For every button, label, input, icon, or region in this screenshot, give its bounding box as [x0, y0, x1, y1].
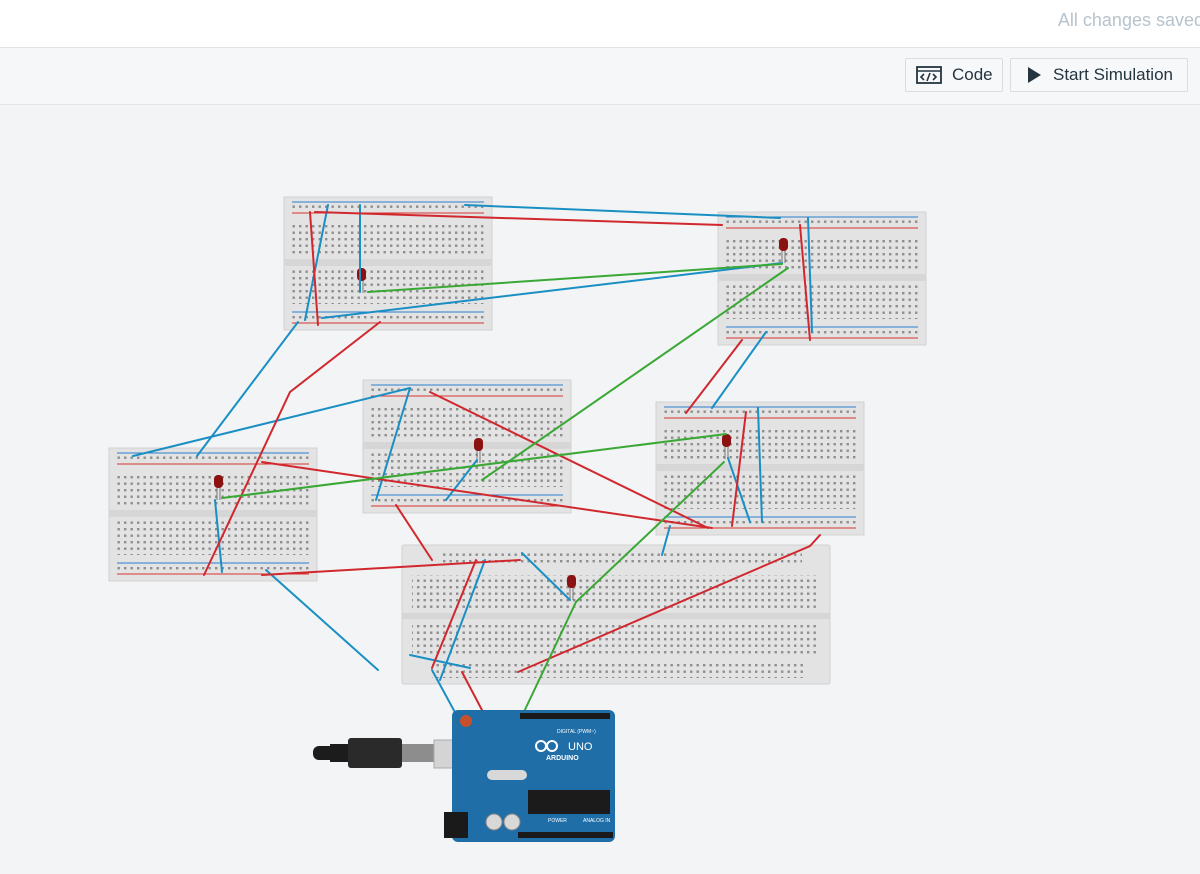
led-5[interactable]: [214, 475, 223, 500]
arduino-brand: ARDUINO: [546, 755, 579, 762]
led-6[interactable]: [567, 575, 576, 600]
code-window-icon: [916, 66, 942, 84]
circuit-canvas[interactable]: ARDUINO UNO DIGITAL (PWM~) POWER ANALOG …: [0, 105, 1200, 874]
breadboard-large[interactable]: [401, 544, 831, 685]
circuit-diagram[interactable]: ARDUINO UNO DIGITAL (PWM~) POWER ANALOG …: [0, 105, 1200, 874]
usb-cable[interactable]: [313, 738, 477, 769]
arduino-model: UNO: [568, 741, 593, 753]
code-button-label: Code: [952, 65, 993, 84]
save-status: All changes saved: [1057, 10, 1200, 30]
arduino-uno[interactable]: ARDUINO UNO DIGITAL (PWM~) POWER ANALOG …: [444, 710, 615, 842]
breadboard-1[interactable]: [283, 196, 493, 331]
digital-header-label: DIGITAL (PWM~): [557, 729, 596, 735]
toolbar: Code Start Simulation: [0, 48, 1200, 105]
breadboard-5[interactable]: [108, 447, 318, 582]
start-simulation-label: Start Simulation: [1053, 65, 1173, 84]
analog-header-label: ANALOG IN: [583, 818, 611, 824]
play-icon: [1025, 66, 1043, 84]
breadboard-2[interactable]: [717, 211, 927, 346]
led-2[interactable]: [779, 238, 788, 263]
top-bar: All changes saved: [0, 0, 1200, 48]
code-button[interactable]: Code: [905, 58, 1003, 92]
start-simulation-button[interactable]: Start Simulation: [1010, 58, 1188, 92]
power-header-label: POWER: [548, 818, 567, 824]
infinity-logo: [535, 740, 558, 752]
